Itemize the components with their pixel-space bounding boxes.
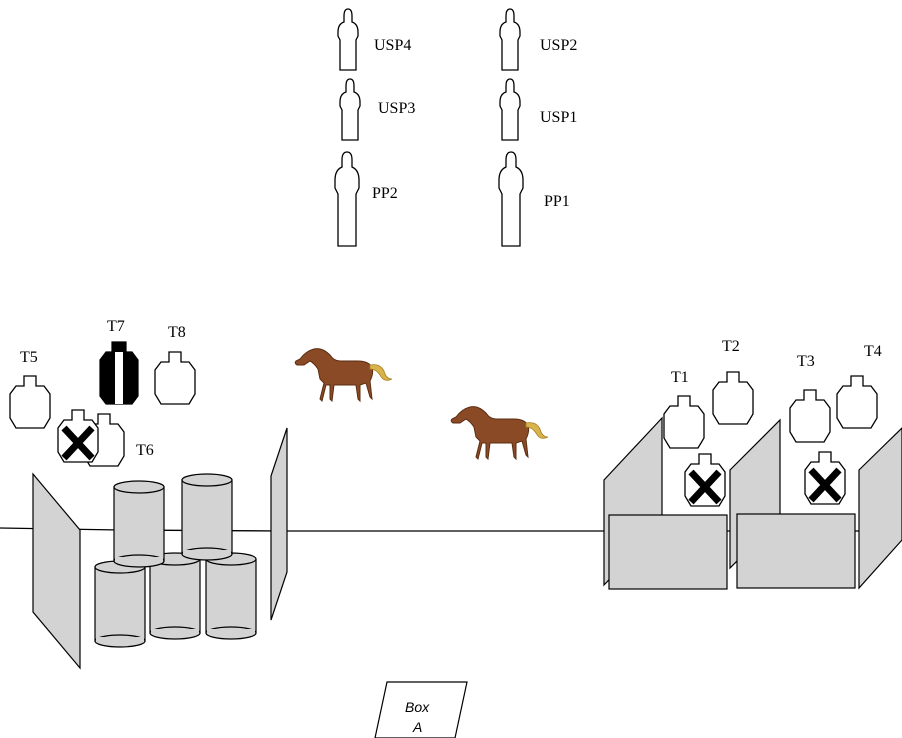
right-barrier-panel-3 — [858, 427, 902, 590]
silhouette-usp2: USP2 — [499, 8, 577, 71]
usp3-label: USP3 — [378, 100, 415, 117]
ipsc-target-icon — [789, 389, 831, 443]
target-t3: T3 — [789, 353, 831, 443]
right-box-2 — [736, 513, 856, 589]
no-shoot-x-icon — [685, 454, 725, 506]
box-a: Box A — [374, 681, 468, 738]
person-silhouette-icon — [337, 8, 359, 71]
ipsc-target-icon — [154, 351, 196, 405]
t5-label: T5 — [20, 349, 38, 366]
left-barrier-panel — [32, 472, 81, 670]
silhouette-pp1: PP1 — [498, 151, 570, 247]
box-a-outline — [374, 681, 468, 738]
t2-label: T2 — [722, 338, 740, 355]
horse-icon — [294, 348, 393, 402]
silhouette-usp1: USP1 — [499, 78, 577, 141]
no-shoot-x-icon — [805, 452, 845, 504]
t6-label: T6 — [136, 442, 154, 459]
no-shoot-left — [58, 410, 98, 462]
person-silhouette-icon — [498, 151, 524, 247]
target-t7: T7 — [99, 318, 139, 405]
silhouette-usp4: USP4 — [337, 8, 411, 71]
horse-2 — [450, 406, 549, 460]
target-t5: T5 — [9, 349, 51, 429]
target-t2: T2 — [712, 338, 754, 425]
box-a-line1: Box — [405, 699, 430, 715]
t1-label: T1 — [671, 369, 689, 386]
person-silhouette-icon — [499, 8, 521, 71]
box-a-line2: A — [412, 719, 422, 735]
person-silhouette-icon — [334, 151, 360, 247]
horse-1 — [294, 348, 393, 402]
barrel-icon — [149, 552, 201, 640]
t8-label: T8 — [168, 324, 186, 341]
barrel-stack — [94, 473, 257, 648]
target-t4: T4 — [836, 343, 882, 429]
ipsc-target-icon — [663, 395, 705, 449]
t4-label: T4 — [864, 343, 882, 360]
ipsc-target-icon — [836, 375, 878, 429]
pp2-label: PP2 — [372, 185, 398, 202]
barrel-icon — [94, 560, 146, 648]
target-t8: T8 — [154, 324, 196, 405]
target-t6: T6 — [83, 413, 154, 467]
no-shoot-x-icon — [58, 410, 98, 462]
usp4-label: USP4 — [374, 37, 411, 54]
silhouette-usp3: USP3 — [339, 78, 415, 141]
silhouette-pp2: PP2 — [334, 151, 398, 247]
usp1-label: USP1 — [540, 109, 577, 126]
ipsc-target-icon — [712, 371, 754, 425]
target-t1: T1 — [663, 369, 705, 449]
right-box-1 — [608, 514, 728, 590]
person-silhouette-icon — [339, 78, 361, 141]
left-thin-barrier — [270, 427, 288, 621]
no-shoot-right-1 — [685, 454, 725, 506]
barrel-icon — [113, 480, 165, 568]
t7-label: T7 — [107, 318, 125, 335]
no-shoot-right-2 — [805, 452, 845, 504]
barrel-icon — [181, 473, 233, 561]
ipsc-target-icon — [9, 375, 51, 429]
pp1-label: PP1 — [544, 193, 570, 210]
usp2-label: USP2 — [540, 37, 577, 54]
horse-icon — [450, 406, 549, 460]
t3-label: T3 — [797, 353, 815, 370]
barrel-icon — [205, 552, 257, 640]
person-silhouette-icon — [499, 78, 521, 141]
